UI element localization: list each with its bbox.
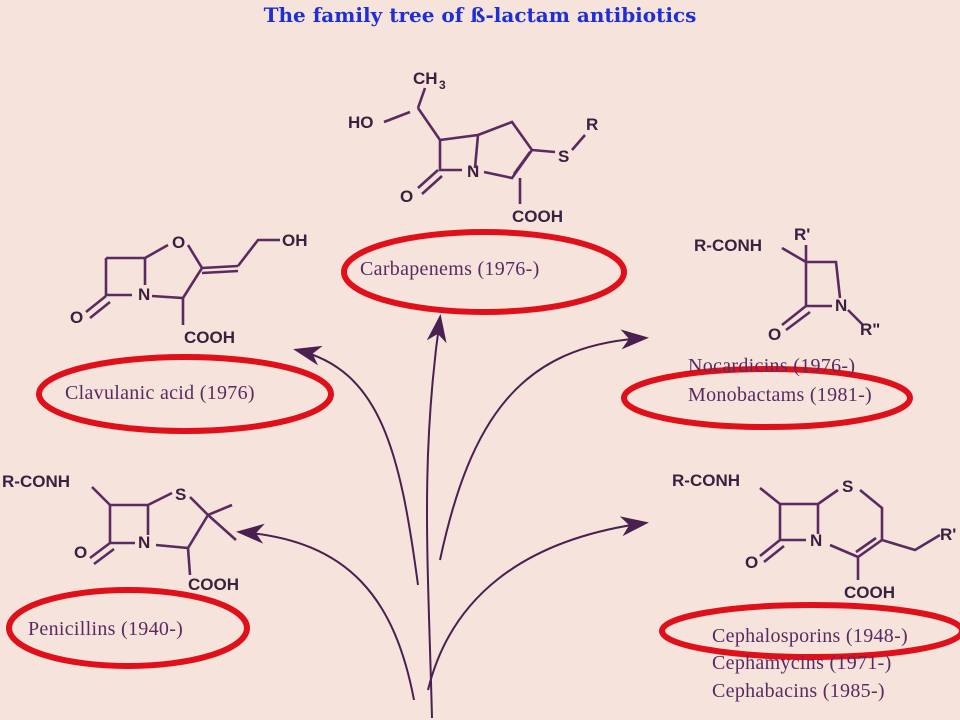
svg-text:R-CONH: R-CONH <box>2 472 70 491</box>
cephalosporin-structure: R-CONH S N O R' COOH <box>672 471 956 602</box>
svg-text:COOH: COOH <box>188 575 239 594</box>
arrow-monobactams <box>439 329 649 561</box>
svg-text:N: N <box>467 162 479 181</box>
highlight-rings <box>6 229 960 669</box>
svg-text:O: O <box>70 308 83 327</box>
svg-text:S: S <box>842 477 853 496</box>
svg-text:N: N <box>138 533 150 552</box>
svg-text:OH: OH <box>282 231 308 250</box>
ring-carbapenems <box>341 229 627 315</box>
svg-text:O: O <box>74 543 87 562</box>
svg-text:O: O <box>745 553 758 572</box>
label-cephalosporins: Cephalosporins (1948-) <box>712 625 909 647</box>
svg-text:3: 3 <box>439 78 446 92</box>
arrow-cephalosporins <box>427 516 649 691</box>
svg-text:CH: CH <box>413 69 438 88</box>
clavulanic-structure: O OH N O COOH <box>70 231 308 347</box>
svg-text:R-CONH: R-CONH <box>672 471 740 490</box>
label-monobactams: Monobactams (1981-) <box>688 384 872 406</box>
label-carbapenems: Carbapenems (1976-) <box>360 258 540 280</box>
page-title: The family tree of ß-lactam antibiotics <box>263 3 697 27</box>
carbapenem-structure: CH 3 HO R S N O COOH <box>348 69 598 226</box>
svg-text:S: S <box>558 147 569 166</box>
svg-text:S: S <box>175 485 186 504</box>
tree-arrows <box>236 314 649 719</box>
svg-text:O: O <box>172 233 185 252</box>
label-clavulanic: Clavulanic acid (1976) <box>65 382 255 404</box>
svg-text:R': R' <box>940 525 956 544</box>
svg-text:N: N <box>138 285 150 304</box>
label-cephamycins: Cephamycins (1971-) <box>712 652 892 674</box>
svg-text:COOH: COOH <box>512 207 563 226</box>
monobactam-structure: R-CONH R' N R" O <box>694 225 880 344</box>
arrow-carbapenems <box>426 314 447 719</box>
arrow-penicillins <box>236 523 415 701</box>
ring-clavulanic <box>36 354 334 434</box>
svg-text:N: N <box>810 531 822 550</box>
svg-text:N: N <box>835 296 847 315</box>
ring-monobactams <box>621 366 913 430</box>
svg-text:R-CONH: R-CONH <box>694 236 762 255</box>
svg-text:R": R" <box>860 320 880 339</box>
label-cephabacins: Cephabacins (1985-) <box>712 680 885 702</box>
penicillin-structure: R-CONH S N O COOH <box>2 472 239 594</box>
svg-text:COOH: COOH <box>844 583 895 602</box>
ring-penicillins <box>6 587 250 669</box>
arrow-clavulanic <box>293 345 419 586</box>
svg-text:COOH: COOH <box>184 328 235 347</box>
svg-text:R: R <box>586 115 598 134</box>
svg-text:R': R' <box>794 225 810 244</box>
ring-cephalosporins <box>659 602 960 660</box>
label-nocardicins: Nocardicins (1976-) <box>688 355 856 377</box>
label-penicillins: Penicillins (1940-) <box>28 618 184 640</box>
svg-text:O: O <box>768 325 781 344</box>
svg-text:O: O <box>400 187 413 206</box>
svg-text:HO: HO <box>348 113 374 132</box>
